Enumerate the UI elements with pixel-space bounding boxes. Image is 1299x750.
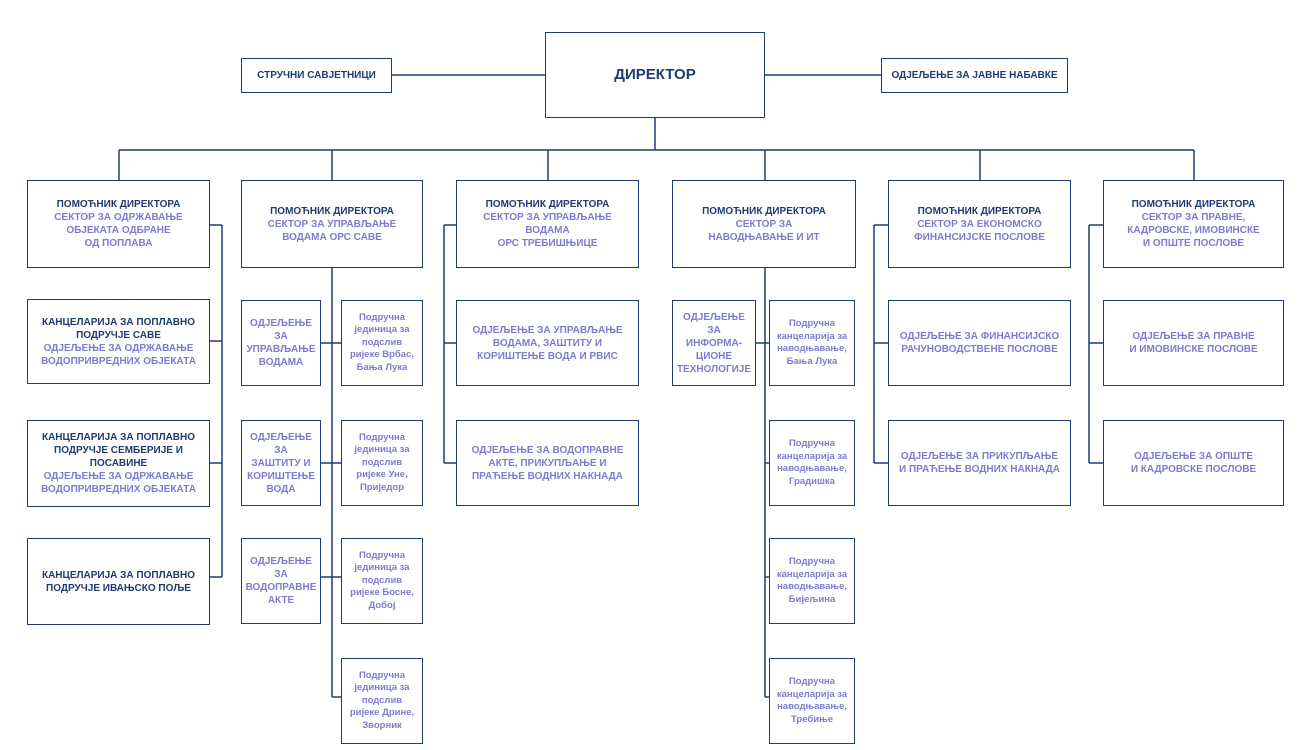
sector-6-dept-1: ОДЈЕЉЕЊЕ ЗА ПРАВНЕ И ИМОВИНСКЕ ПОСЛОВЕ bbox=[1103, 300, 1284, 386]
sector-6-title: ПОМОЋНИК ДИРЕКТОРА bbox=[1131, 199, 1256, 210]
sector-3-dept-2: ОДЈЕЉЕЊЕ ЗА ВОДОПРАВНЕ АКТЕ, ПРИКУПЉАЊЕ … bbox=[456, 420, 639, 506]
sector-5-subtitle: СЕКТОР ЗА ЕКОНОМСКО ФИНАНСИЈСКЕ ПОСЛОВЕ bbox=[914, 218, 1045, 243]
dept-label: ОДЈЕЉЕЊЕ ЗА ЗАШТИТУ И КОРИШТЕЊЕ ВОДА bbox=[247, 431, 315, 495]
advisors-box: СТРУЧНИ САВЈЕТНИЦИ bbox=[241, 58, 392, 93]
sector-5-dept-2: ОДЈЕЉЕЊЕ ЗА ПРИКУПЉАЊЕ И ПРАЋЕЊЕ ВОДНИХ … bbox=[888, 420, 1071, 506]
sector-5-title: ПОМОЋНИК ДИРЕКТОРА bbox=[917, 205, 1042, 217]
sector-3-dept-1: ОДЈЕЉЕЊЕ ЗА УПРАВЉАЊЕ ВОДАМА, ЗАШТИТУ И … bbox=[456, 300, 639, 386]
unit-subtitle: ОДЈЕЉЕЊЕ ЗА ОДРЖАВАЊЕ ВОДОПРИВРЕДНИХ ОБЈ… bbox=[41, 471, 196, 495]
sector-4-subtitle: СЕКТОР ЗА НАВОДЊАВАЊЕ И ИТ bbox=[708, 218, 820, 243]
director-label: ДИРЕКТОР bbox=[614, 66, 696, 83]
sector-2-office-3: Подручна јединица за подслив ријеке Босн… bbox=[341, 538, 423, 624]
sector-2-dept-1: ОДЈЕЉЕЊЕ ЗА УПРАВЉАЊЕ ВОДАМА bbox=[241, 300, 321, 386]
sector-1-unit-1: КАНЦЕЛАРИЈА ЗА ПОПЛАВНО ПОДРУЧЈЕ САВЕ ОД… bbox=[27, 299, 210, 384]
dept-label: ОДЈЕЉЕЊЕ ЗА УПРАВЉАЊЕ ВОДАМА bbox=[246, 318, 316, 368]
procurement-label: ОДЈЕЉЕЊЕ ЗА ЈАВНЕ НАБАВКЕ bbox=[891, 70, 1058, 81]
sector-2-office-1: Подручна јединица за подслив ријеке Врба… bbox=[341, 300, 423, 386]
sector-2-office-2: Подручна јединица за подслив ријеке Уне,… bbox=[341, 420, 423, 506]
advisors-label: СТРУЧНИ САВЈЕТНИЦИ bbox=[257, 70, 376, 81]
dept-label: ОДЈЕЉЕЊЕ ЗА ОПШТЕ И КАДРОВСКЕ ПОСЛОВЕ bbox=[1130, 451, 1257, 475]
unit-title: КАНЦЕЛАРИЈА ЗА ПОПЛАВНО ПОДРУЧЈЕ ИВАЊСКО… bbox=[41, 569, 196, 594]
unit-title: КАНЦЕЛАРИЈА ЗА ПОПЛАВНО ПОДРУЧЈЕ САВЕ bbox=[41, 316, 196, 341]
office-label: Подручна канцеларија за наводњавање, Гра… bbox=[776, 438, 848, 487]
sector-1-title: ПОМОЋНИК ДИРЕКТОРА bbox=[56, 199, 181, 210]
dept-label: ОДЈЕЉЕЊЕ ЗА ИНФОРМА- ЦИОНЕ ТЕХНОЛОГИЈЕ bbox=[676, 311, 752, 375]
director-box: ДИРЕКТОР bbox=[545, 32, 765, 118]
office-label: Подручна јединица за подслив ријеке Дрин… bbox=[349, 669, 415, 731]
sector-5-dept-1: ОДЈЕЉЕЊЕ ЗА ФИНАНСИЈСКО РАЧУНОВОДСТВЕНЕ … bbox=[888, 300, 1071, 386]
sector-1-unit-3: КАНЦЕЛАРИЈА ЗА ПОПЛАВНО ПОДРУЧЈЕ ИВАЊСКО… bbox=[27, 538, 210, 625]
unit-title: КАНЦЕЛАРИЈА ЗА ПОПЛАВНО ПОДРУЧЈЕ СЕМБЕРИ… bbox=[41, 432, 196, 469]
office-label: Подручна јединица за подслив ријеке Босн… bbox=[350, 549, 414, 611]
sector-1-header: ПОМОЋНИК ДИРЕКТОРА СЕКТОР ЗА ОДРЖАВАЊЕ О… bbox=[27, 180, 210, 268]
dept-label: ОДЈЕЉЕЊЕ ЗА ПРАВНЕ И ИМОВИНСКЕ ПОСЛОВЕ bbox=[1129, 331, 1258, 355]
office-label: Подручна јединица за подслив ријеке Врба… bbox=[350, 311, 414, 373]
sector-2-office-4: Подручна јединица за подслив ријеке Дрин… bbox=[341, 658, 423, 744]
dept-label: ОДЈЕЉЕЊЕ ЗА ФИНАНСИЈСКО РАЧУНОВОДСТВЕНЕ … bbox=[899, 331, 1060, 355]
sector-6-header: ПОМОЋНИК ДИРЕКТОРА СЕКТОР ЗА ПРАВНЕ, КАД… bbox=[1103, 180, 1284, 268]
office-label: Подручна канцеларија за наводњавање, Тре… bbox=[776, 676, 848, 725]
dept-label: ОДЈЕЉЕЊЕ ЗА ВОДОПРАВНЕ АКТЕ, ПРИКУПЉАЊЕ … bbox=[471, 444, 624, 482]
dept-label: ОДЈЕЉЕЊЕ ЗА УПРАВЉАЊЕ ВОДАМА, ЗАШТИТУ И … bbox=[472, 324, 623, 362]
sector-6-dept-2: ОДЈЕЉЕЊЕ ЗА ОПШТЕ И КАДРОВСКЕ ПОСЛОВЕ bbox=[1103, 420, 1284, 506]
sector-4-office-1: Подручна канцеларија за наводњавање, Бањ… bbox=[769, 300, 855, 386]
dept-label: ОДЈЕЉЕЊЕ ЗА ПРИКУПЉАЊЕ И ПРАЋЕЊЕ ВОДНИХ … bbox=[899, 451, 1060, 475]
sector-2-header: ПОМОЋНИК ДИРЕКТОРА СЕКТОР ЗА УПРАВЉАЊЕ В… bbox=[241, 180, 423, 268]
sector-2-title: ПОМОЋНИК ДИРЕКТОРА bbox=[270, 205, 394, 217]
office-label: Подручна канцеларија за наводњавање, Биј… bbox=[776, 556, 848, 605]
sector-2-subtitle: СЕКТОР ЗА УПРАВЉАЊЕ ВОДАМА ОРС САВЕ bbox=[267, 218, 397, 243]
sector-4-header: ПОМОЋНИК ДИРЕКТОРА СЕКТОР ЗА НАВОДЊАВАЊЕ… bbox=[672, 180, 856, 268]
sector-4-office-2: Подручна канцеларија за наводњавање, Гра… bbox=[769, 420, 855, 506]
sector-3-subtitle: СЕКТОР ЗА УПРАВЉАЊЕ ВОДАМА ОРС ТРЕБИШЊИЦ… bbox=[483, 212, 612, 249]
sector-4-dept-1: ОДЈЕЉЕЊЕ ЗА ИНФОРМА- ЦИОНЕ ТЕХНОЛОГИЈЕ bbox=[672, 300, 756, 386]
sector-4-office-4: Подручна канцеларија за наводњавање, Тре… bbox=[769, 658, 855, 744]
sector-4-office-3: Подручна канцеларија за наводњавање, Биј… bbox=[769, 538, 855, 624]
sector-2-dept-3: ОДЈЕЉЕЊЕ ЗА ВОДОПРАВНЕ АКТЕ bbox=[241, 538, 321, 624]
office-label: Подручна канцеларија за наводњавање, Бањ… bbox=[776, 318, 848, 367]
sector-2-dept-2: ОДЈЕЉЕЊЕ ЗА ЗАШТИТУ И КОРИШТЕЊЕ ВОДА bbox=[241, 420, 321, 506]
office-label: Подручна јединица за подслив ријеке Уне,… bbox=[354, 431, 410, 493]
sector-6-subtitle: СЕКТОР ЗА ПРАВНЕ, КАДРОВСКЕ, ИМОВИНСКЕ И… bbox=[1127, 212, 1260, 249]
sector-3-title: ПОМОЋНИК ДИРЕКТОРА bbox=[485, 199, 610, 210]
procurement-box: ОДЈЕЉЕЊЕ ЗА ЈАВНЕ НАБАВКЕ bbox=[881, 58, 1068, 93]
sector-3-header: ПОМОЋНИК ДИРЕКТОРА СЕКТОР ЗА УПРАВЉАЊЕ В… bbox=[456, 180, 639, 268]
sector-4-title: ПОМОЋНИК ДИРЕКТОРА bbox=[702, 205, 826, 217]
sector-5-header: ПОМОЋНИК ДИРЕКТОРА СЕКТОР ЗА ЕКОНОМСКО Ф… bbox=[888, 180, 1071, 268]
sector-1-unit-2: КАНЦЕЛАРИЈА ЗА ПОПЛАВНО ПОДРУЧЈЕ СЕМБЕРИ… bbox=[27, 420, 210, 507]
dept-label: ОДЈЕЉЕЊЕ ЗА ВОДОПРАВНЕ АКТЕ bbox=[245, 556, 317, 606]
sector-1-subtitle: СЕКТОР ЗА ОДРЖАВАЊЕ ОБЈЕКАТА ОДБРАНЕ ОД … bbox=[54, 212, 183, 249]
unit-subtitle: ОДЈЕЉЕЊЕ ЗА ОДРЖАВАЊЕ ВОДОПРИВРЕДНИХ ОБЈ… bbox=[41, 342, 196, 367]
